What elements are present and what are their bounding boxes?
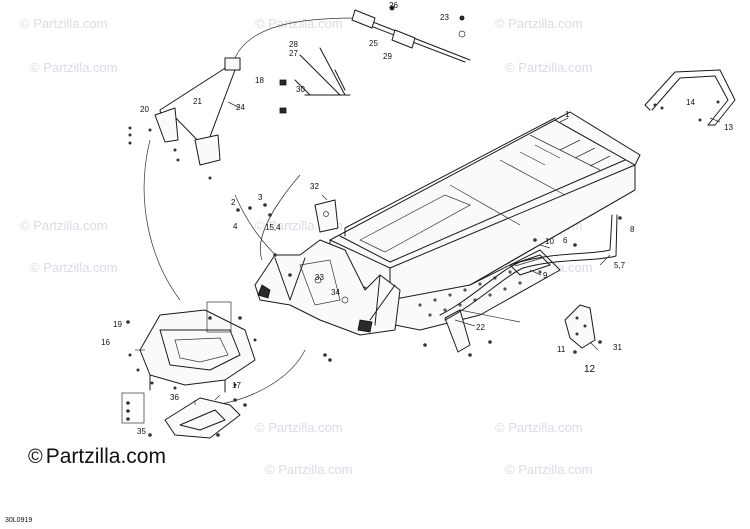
- callout-5-7: 5,7: [614, 261, 626, 270]
- callout-31: 31: [613, 343, 622, 352]
- callout-36: 36: [170, 393, 179, 402]
- callout-33: 33: [315, 273, 324, 282]
- watermark-text: © Partzilla.com: [20, 16, 108, 31]
- callout-12: 12: [584, 364, 596, 375]
- guide-lines: [143, 17, 356, 406]
- diagram-code: 30L0919: [5, 517, 33, 524]
- callout-20: 20: [140, 105, 149, 114]
- callout-18: 18: [255, 76, 264, 85]
- callout-15-4: 15,4: [265, 223, 281, 232]
- watermark-text: © Partzilla.com: [255, 420, 343, 435]
- watermark-text: © Partzilla.com: [30, 260, 118, 275]
- callout-29: 29: [383, 52, 392, 61]
- callout-10: 10: [545, 237, 554, 246]
- callout-35: 35: [137, 427, 146, 436]
- callout-24: 24: [236, 103, 245, 112]
- callout-32: 32: [310, 182, 319, 191]
- watermark-text: © Partzilla.com: [505, 462, 593, 477]
- callout-11: 11: [557, 345, 566, 354]
- callout-26: 26: [389, 1, 398, 10]
- callout-3: 3: [258, 193, 263, 202]
- watermark-text: © Partzilla.com: [30, 60, 118, 75]
- watermark-text: © Partzilla.com: [265, 462, 353, 477]
- watermark-text: © Partzilla.com: [505, 60, 593, 75]
- callout-17: 17: [232, 381, 241, 390]
- running-board-rail: [439, 214, 618, 323]
- callout-labels: 1 2 3 4 5,7 6 8 9 10 11 12 13 14 15,4 16…: [101, 1, 733, 436]
- side-bracket: [444, 309, 471, 353]
- chassis-tunnel: [329, 111, 641, 306]
- brand-name: Partzilla.com: [45, 445, 166, 468]
- copyright-symbol: ©: [28, 446, 43, 468]
- steering-column-assembly: [279, 5, 471, 114]
- callout-25: 25: [369, 39, 378, 48]
- callout-1: 1: [565, 110, 570, 119]
- callout-14: 14: [686, 98, 695, 107]
- callout-22: 22: [476, 323, 485, 332]
- callout-19: 19: [113, 320, 122, 329]
- callout-9: 9: [543, 271, 548, 280]
- callout-30: 30: [296, 85, 305, 94]
- engine-mount-bracket: [314, 199, 339, 233]
- callout-4: 4: [233, 222, 238, 231]
- watermark-text: © Partzilla.com: [495, 420, 583, 435]
- callout-8: 8: [630, 225, 635, 234]
- front-nose-pan: [128, 309, 257, 393]
- callout-27: 27: [289, 49, 298, 58]
- leader-lines: [135, 101, 721, 351]
- fastener-set: [126, 203, 622, 437]
- watermark-text: © Partzilla.com: [20, 218, 108, 233]
- watermark-text: © Partzilla.com: [495, 16, 583, 31]
- callout-28: 28: [289, 40, 298, 49]
- callout-23: 23: [440, 13, 449, 22]
- watermark-text: © Partzilla.com: [255, 16, 343, 31]
- callout-16: 16: [101, 338, 110, 347]
- callout-34: 34: [331, 288, 340, 297]
- rear-grab-handle: [644, 69, 736, 126]
- reference-boxes: [121, 301, 232, 424]
- steering-support-bracket: [128, 57, 241, 180]
- partzilla-brand: ©Partzilla.com: [28, 445, 166, 469]
- callout-13: 13: [724, 123, 733, 132]
- rear-suspension-bracket: [564, 304, 596, 349]
- callout-6: 6: [563, 236, 568, 245]
- front-bulkhead: [254, 239, 401, 336]
- callout-2: 2: [231, 198, 236, 207]
- lower-skid-plate: [164, 394, 241, 439]
- callout-21: 21: [193, 97, 202, 106]
